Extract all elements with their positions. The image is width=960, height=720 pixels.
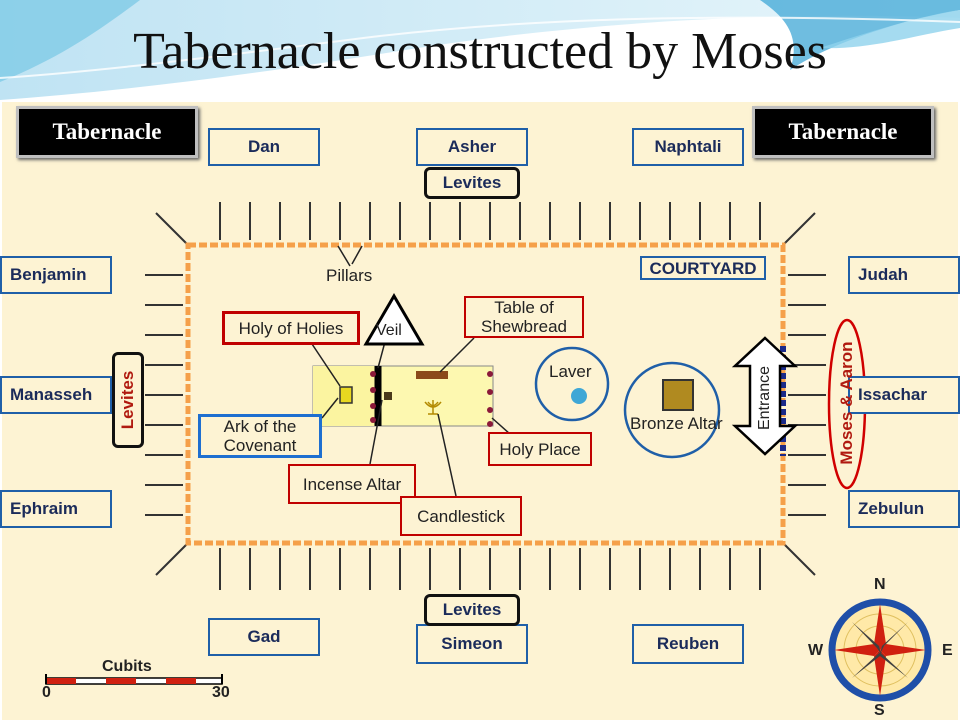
laver-icon (571, 388, 587, 404)
tribe-ephraim: Ephraim (0, 490, 112, 528)
compass-e: E (942, 642, 953, 659)
corner-pillars (155, 212, 816, 576)
bronze-altar-icon (662, 379, 694, 411)
incense-altar-icon (384, 392, 392, 400)
levites-west: Levites (118, 370, 137, 430)
candlestick-label: Candlestick (400, 496, 522, 536)
compass-w: W (808, 642, 824, 659)
compass-icon (828, 598, 932, 702)
ark-of-the-covenant-line1: Ark of the (223, 417, 297, 436)
tribe-zebulun: Zebulun (848, 490, 960, 528)
levites-west-box (112, 352, 144, 448)
levites-south: Levites (424, 594, 520, 626)
candlestick-icon (424, 400, 442, 415)
ark-of-the-covenant-line2: Covenant (223, 436, 297, 455)
header-wave-decoration (0, 0, 960, 100)
table-of-shewbread-line2: Shewbread (480, 317, 567, 336)
ark-of-the-covenant-label: Ark of the Covenant (198, 414, 322, 458)
table-of-shewbread-line1: Table of (494, 298, 554, 317)
entrance-label: Entrance (756, 365, 773, 431)
tribe-reuben: Reuben (632, 624, 744, 664)
scale-max: 30 (212, 684, 230, 701)
table-of-shewbread-label: Table of Shewbread (464, 296, 584, 338)
shewbread-table-icon (416, 371, 448, 379)
courtyard-label: COURTYARD (640, 256, 766, 280)
scale-bar (45, 674, 223, 685)
leader-lines (311, 245, 511, 497)
scale-min: 0 (42, 684, 51, 701)
tabernacle-badge-left: Tabernacle (16, 106, 198, 158)
bronze-altar-label: Bronze Altar (630, 414, 723, 433)
entrance-arrow (731, 336, 799, 456)
tribe-dan: Dan (208, 128, 320, 166)
tribe-simeon: Simeon (416, 624, 528, 664)
veil-label: Veil (376, 322, 402, 339)
ark-icon (339, 386, 353, 404)
scale-title: Cubits (102, 658, 152, 675)
laver-label: Laver (549, 362, 592, 381)
veil-triangle (363, 293, 425, 346)
pillars-label: Pillars (326, 266, 373, 285)
laver-circle (534, 346, 610, 422)
tribe-asher: Asher (416, 128, 528, 166)
incense-altar-label: Incense Altar (288, 464, 416, 504)
tribe-benjamin: Benjamin (0, 256, 112, 294)
holy-of-holies-label: Holy of Holies (222, 311, 360, 345)
tribe-naphtali: Naphtali (632, 128, 744, 166)
holy-place-label: Holy Place (488, 432, 592, 466)
tribe-judah: Judah (848, 256, 960, 294)
tribe-manasseh: Manasseh (0, 376, 112, 414)
slide-title: Tabernacle constructed by Moses (133, 23, 827, 80)
levites-north: Levites (424, 167, 520, 199)
tribe-issachar: Issachar (848, 376, 960, 414)
tent-posts (370, 371, 493, 427)
moses-aaron-label: Moses & Aaron (837, 341, 856, 465)
compass-s: S (874, 702, 885, 719)
tabernacle-badge-right: Tabernacle (752, 106, 934, 158)
tribe-gad: Gad (208, 618, 320, 656)
compass-n: N (874, 576, 886, 593)
